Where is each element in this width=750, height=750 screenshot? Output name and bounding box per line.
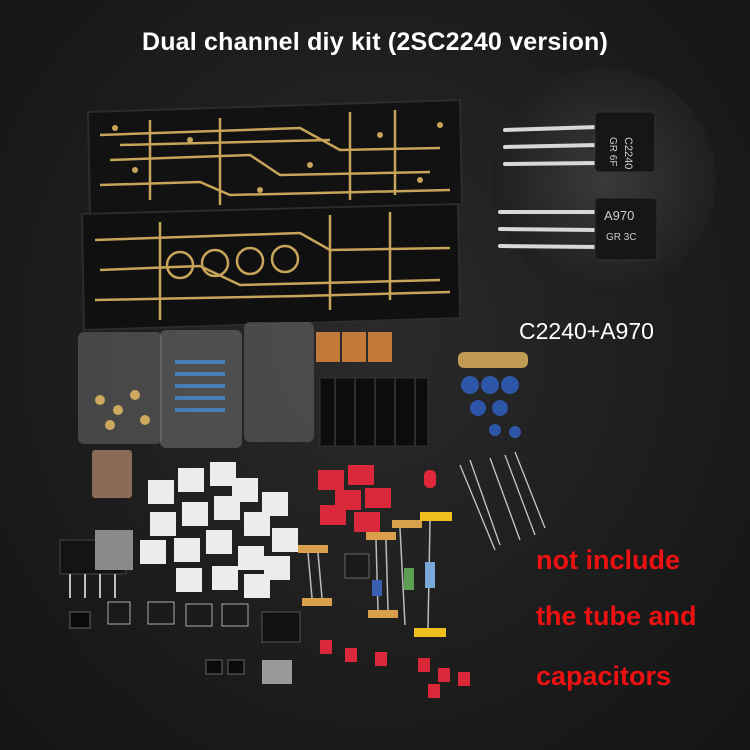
power-transistors [59, 530, 301, 684]
red-film-capacitors [318, 465, 470, 698]
marking-bottom-line1: A970 [604, 208, 634, 223]
notice-line-2: the tube and [536, 601, 697, 631]
notice-line-3: capacitors [536, 661, 672, 691]
marking-top-line2: GR 6F [607, 137, 618, 166]
capacitors-cluster [458, 352, 528, 438]
marking-top-line1: C2240 [622, 137, 634, 169]
pcb-board-bottom [80, 202, 462, 332]
parts-bags [78, 322, 314, 448]
pcb-board-top [86, 98, 464, 220]
loose-components [424, 451, 546, 551]
marking-bottom-line2: GR 3C [606, 232, 637, 243]
ceramic-resistors [140, 462, 298, 598]
taped-resistors [298, 512, 452, 637]
transistor-caption: C2240+A970 [519, 318, 654, 344]
notice-line-1: not include [536, 545, 680, 575]
relays-and-heatsinks [316, 332, 429, 447]
page-title: Dual channel diy kit (2SC2240 version) [141, 28, 609, 56]
transistor-closeup-inset [492, 68, 716, 292]
inductor-part [92, 450, 132, 498]
